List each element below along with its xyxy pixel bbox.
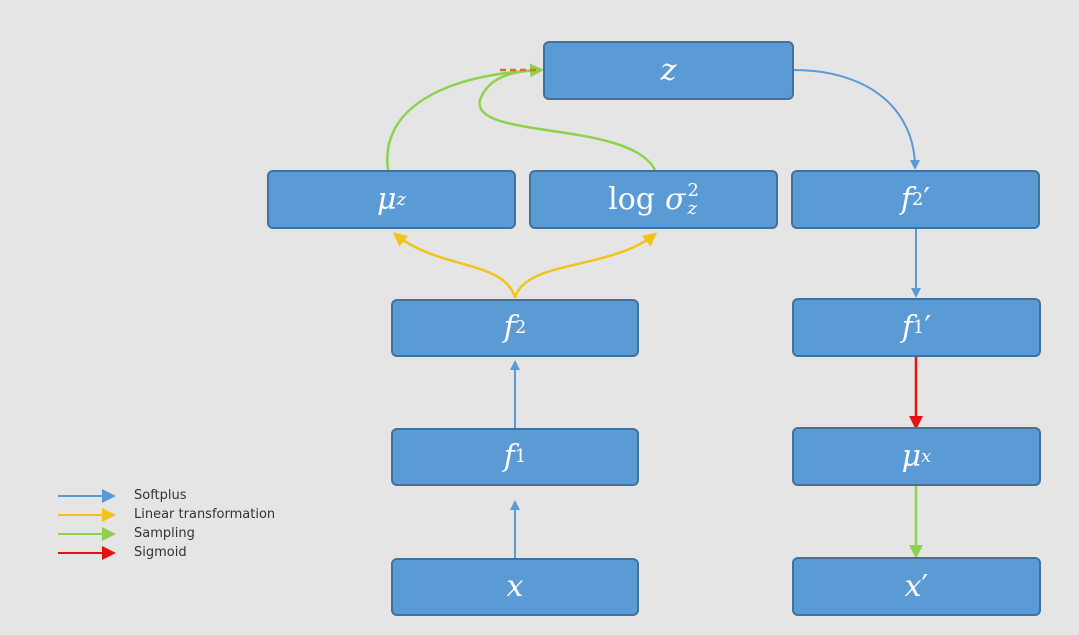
legend-arrow-sigmoid-icon bbox=[58, 545, 116, 560]
node-f2-prime-sub: 2 bbox=[911, 188, 924, 210]
legend: Softplus Linear transformation Sampling … bbox=[58, 486, 275, 562]
node-x-prime: x′ bbox=[792, 557, 1041, 616]
node-z: z bbox=[543, 41, 794, 100]
node-mu-z-label: μ bbox=[377, 181, 397, 217]
node-x-prime-label: x bbox=[904, 568, 922, 604]
node-x: x bbox=[391, 558, 639, 616]
node-mu-x-label: μ bbox=[901, 438, 922, 474]
legend-arrow-linear-icon bbox=[58, 507, 116, 522]
node-f2-sub: 2 bbox=[514, 317, 527, 338]
legend-label-sigmoid: Sigmoid bbox=[134, 545, 187, 560]
legend-item-linear: Linear transformation bbox=[58, 505, 275, 524]
legend-item-softplus: Softplus bbox=[58, 486, 275, 505]
node-f1-prime-prime: ′ bbox=[924, 309, 932, 345]
node-f2-prime-label: f bbox=[900, 181, 912, 217]
legend-label-linear: Linear transformation bbox=[134, 507, 276, 522]
node-log-sigma-sup: 2 bbox=[687, 179, 699, 201]
legend-label-softplus: Softplus bbox=[134, 488, 187, 503]
node-mu-z-sub: z bbox=[396, 188, 406, 210]
legend-item-sampling: Sampling bbox=[58, 524, 275, 543]
node-f1-sub: 1 bbox=[514, 446, 527, 467]
legend-item-sigmoid: Sigmoid bbox=[58, 543, 275, 562]
node-z-label: z bbox=[660, 52, 677, 88]
legend-arrow-softplus-icon bbox=[58, 488, 116, 503]
legend-arrow-sampling-icon bbox=[58, 526, 116, 541]
edge-f2-to-mu-z bbox=[392, 232, 517, 299]
node-log-sigma-label: σ bbox=[664, 181, 686, 217]
node-f1-prime-label: f bbox=[901, 309, 913, 345]
node-log-sigma-sub: z bbox=[687, 197, 697, 219]
node-x-prime-prime: ′ bbox=[921, 568, 929, 604]
node-f1-prime-sub: 1 bbox=[912, 316, 925, 338]
edge-z-to-f2-prime bbox=[792, 69, 920, 170]
node-x-label: x bbox=[506, 569, 524, 604]
node-mu-x-sub: x bbox=[921, 445, 932, 467]
edge-log-sigma-to-z bbox=[478, 68, 657, 171]
node-f2-prime-prime: ′ bbox=[923, 181, 931, 217]
node-log-sigma-prefix: log bbox=[608, 181, 655, 217]
edge-mu-z-to-z bbox=[386, 63, 544, 171]
legend-label-sampling: Sampling bbox=[134, 526, 195, 541]
node-f2-label: f bbox=[503, 310, 515, 345]
node-f1-label: f bbox=[503, 439, 515, 474]
edge-f2-to-log-sigma bbox=[513, 232, 658, 299]
